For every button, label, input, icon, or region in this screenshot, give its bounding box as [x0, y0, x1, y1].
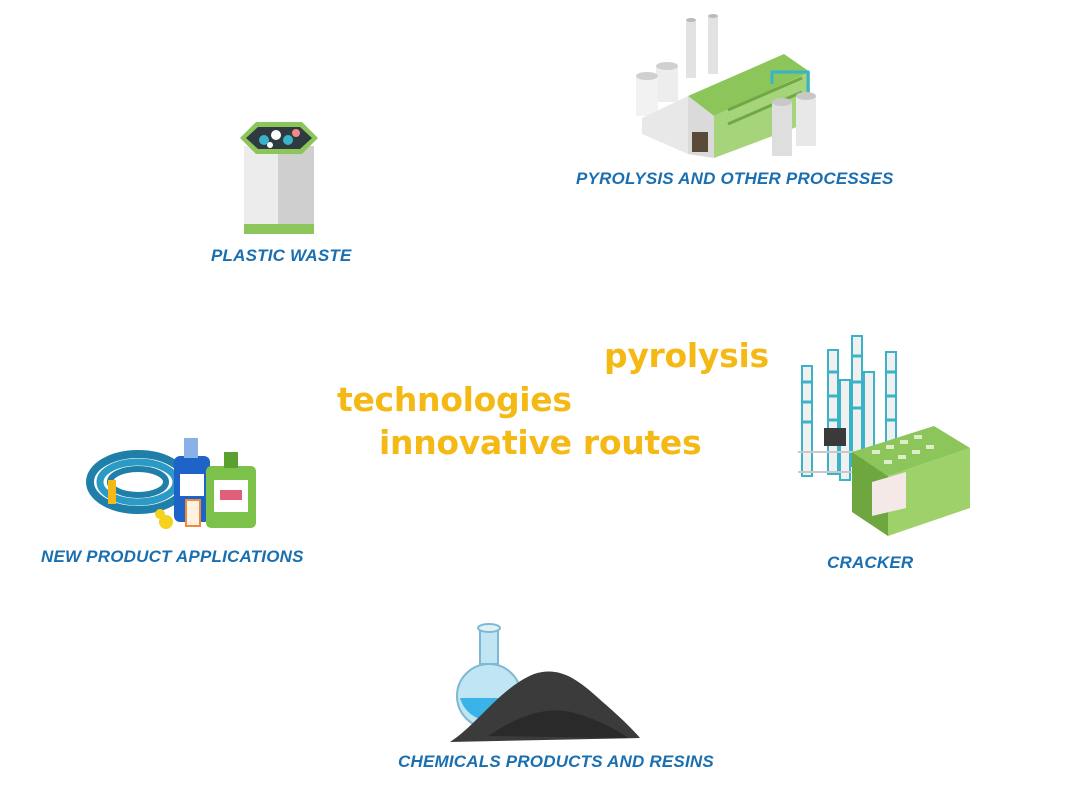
- plastic-waste-label: PLASTIC WASTE: [211, 246, 352, 265]
- chemicals-flask-powder-icon: [450, 623, 640, 742]
- keyword-innovative-routes: innovative routes: [379, 423, 702, 462]
- pyrolysis-factory-icon: [636, 14, 816, 158]
- keyword-technologies: technologies: [337, 380, 572, 419]
- new-products-label: NEW PRODUCT APPLICATIONS: [41, 547, 304, 566]
- cracker-label: CRACKER: [827, 553, 914, 572]
- new-products-icon: [86, 438, 256, 529]
- pyrolysis-processes-label: PYROLYSIS AND OTHER PROCESSES: [576, 169, 894, 188]
- plastic-waste-bin-icon: [240, 122, 318, 234]
- chemicals-label: CHEMICALS PRODUCTS AND RESINS: [398, 752, 714, 771]
- keyword-pyrolysis: pyrolysis: [604, 336, 769, 375]
- cracker-plant-icon: [798, 335, 970, 536]
